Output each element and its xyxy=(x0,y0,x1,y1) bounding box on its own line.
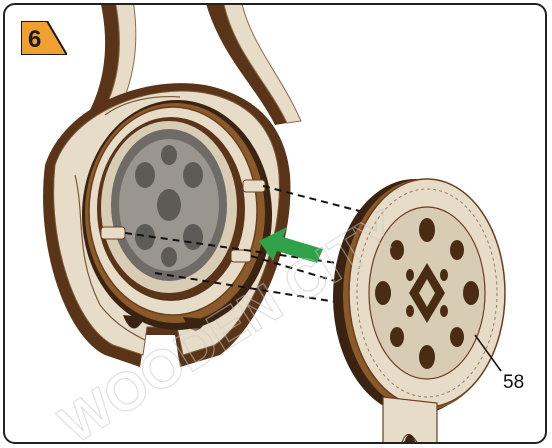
watermark-text: WOODEN CITY xyxy=(50,199,410,444)
step-number: 6 xyxy=(28,28,41,52)
part-number-label: 58 xyxy=(503,373,524,392)
watermark: WOODEN CITY xyxy=(5,5,547,444)
instruction-panel: WOODEN CITY 6 58 xyxy=(3,3,547,444)
